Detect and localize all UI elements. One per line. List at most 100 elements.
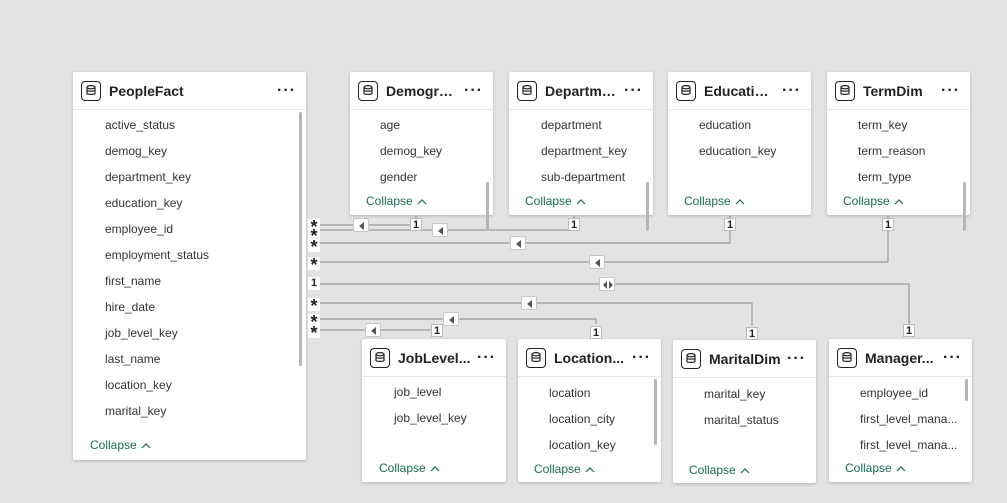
filter-direction-icon[interactable] <box>521 296 537 310</box>
table-card-header[interactable]: PeopleFact··· <box>73 72 306 110</box>
table-card-header[interactable]: Demogra...··· <box>350 72 493 110</box>
field-row[interactable]: active_status <box>105 118 176 132</box>
scrollbar[interactable] <box>965 379 968 401</box>
field-row[interactable]: term_type <box>858 170 912 184</box>
field-row[interactable]: department_key <box>541 144 628 158</box>
collapse-label: Collapse <box>689 463 736 477</box>
scrollbar[interactable] <box>646 182 649 231</box>
collapse-button[interactable]: Collapse <box>90 438 151 452</box>
table-card-manager[interactable]: Manager...··· employee_id first_level_mana… <box>829 339 972 482</box>
more-options-icon[interactable]: ··· <box>464 81 483 99</box>
one-marker: 1 <box>431 324 443 337</box>
table-title: Location... <box>554 349 624 366</box>
field-row[interactable]: sub-department <box>541 170 626 184</box>
filter-direction-icon[interactable] <box>432 223 448 237</box>
chevron-up-icon <box>141 438 151 452</box>
field-row[interactable]: demog_key <box>380 144 443 158</box>
table-card-header[interactable]: Departme... ··· <box>509 72 653 110</box>
field-row[interactable]: location <box>549 386 591 400</box>
collapse-button[interactable]: Collapse <box>845 461 906 475</box>
field-row[interactable]: marital_key <box>105 404 167 418</box>
field-row[interactable]: education_key <box>699 144 777 158</box>
collapse-button[interactable]: Collapse <box>366 194 427 208</box>
many-marker: * <box>308 238 320 256</box>
table-card-header[interactable]: Education...··· <box>668 72 811 110</box>
field-row[interactable]: location_key <box>549 438 616 452</box>
scrollbar[interactable] <box>486 182 489 231</box>
more-options-icon[interactable]: ··· <box>277 81 296 99</box>
chevron-up-icon <box>585 462 595 476</box>
collapse-button[interactable]: Collapse <box>689 463 750 477</box>
filter-direction-icon[interactable] <box>353 218 369 232</box>
table-card-header[interactable]: JobLevel...··· <box>362 339 506 377</box>
field-row[interactable]: last_name <box>105 352 161 366</box>
more-options-icon[interactable]: ··· <box>782 81 801 99</box>
bidirectional-filter-icon[interactable] <box>599 277 615 291</box>
field-row[interactable]: gender <box>380 170 418 184</box>
field-row[interactable]: first_name <box>105 274 162 288</box>
field-row[interactable]: marital_key <box>704 387 766 401</box>
filter-direction-icon[interactable] <box>589 255 605 269</box>
field-row[interactable]: employee_id <box>105 222 174 236</box>
table-card-header[interactable]: Manager...··· <box>829 339 972 377</box>
chevron-up-icon <box>740 463 750 477</box>
field-row[interactable]: employee_id <box>860 386 929 400</box>
field-row[interactable]: department_key <box>105 170 192 184</box>
filter-direction-icon[interactable] <box>443 312 459 326</box>
table-card-header[interactable]: MaritalDim ··· <box>673 340 816 378</box>
table-title: MaritalDim <box>709 350 781 367</box>
collapse-button[interactable]: Collapse <box>534 462 595 476</box>
field-row[interactable]: department <box>541 118 602 132</box>
field-row[interactable]: demog_key <box>105 144 168 158</box>
field-row[interactable]: age <box>380 118 401 132</box>
field-row[interactable]: education_key <box>105 196 183 210</box>
collapse-button[interactable]: Collapse <box>379 461 440 475</box>
more-options-icon[interactable]: ··· <box>632 348 651 366</box>
more-options-icon[interactable]: ··· <box>477 348 496 366</box>
collapse-label: Collapse <box>90 438 137 452</box>
field-list: job_level job_level_key <box>362 379 506 431</box>
collapse-button[interactable]: Collapse <box>843 194 904 208</box>
field-row[interactable]: location_city <box>549 412 616 426</box>
field-row[interactable]: term_key <box>858 118 908 132</box>
field-row[interactable]: first_level_mana... <box>860 412 958 426</box>
field-row[interactable]: location_key <box>105 378 172 392</box>
field-row[interactable]: job_level <box>394 385 442 399</box>
many-marker: * <box>308 313 320 331</box>
table-card-header[interactable]: TermDim··· <box>827 72 970 110</box>
chevron-up-icon <box>576 194 586 208</box>
field-row[interactable]: hire_date <box>105 300 156 314</box>
field-row[interactable]: employment_status <box>105 248 210 262</box>
scrollbar[interactable] <box>654 379 657 445</box>
collapse-button[interactable]: Collapse <box>684 194 745 208</box>
field-row[interactable]: education <box>699 118 752 132</box>
table-icon <box>835 80 855 101</box>
more-options-icon[interactable]: ··· <box>787 349 806 367</box>
filter-direction-icon[interactable] <box>365 323 381 337</box>
more-options-icon[interactable]: ··· <box>943 348 962 366</box>
collapse-label: Collapse <box>525 194 572 208</box>
more-options-icon[interactable]: ··· <box>941 81 960 99</box>
field-row[interactable]: first_level_mana... <box>860 438 958 452</box>
field-row[interactable]: job_level_key <box>394 411 467 425</box>
collapse-button[interactable]: Collapse <box>525 194 586 208</box>
field-row[interactable]: job_level_key <box>105 326 178 340</box>
field-row[interactable]: term_reason <box>858 144 926 158</box>
more-options-icon[interactable]: ··· <box>624 81 643 99</box>
many-marker: * <box>308 227 320 245</box>
scrollbar[interactable] <box>299 112 302 366</box>
scrollbar[interactable] <box>963 182 966 231</box>
filter-direction-icon[interactable] <box>510 236 526 250</box>
table-card-header[interactable]: Location... ··· <box>518 339 661 377</box>
table-title: Departme... <box>545 82 619 99</box>
field-row[interactable]: marital_status <box>704 413 779 427</box>
